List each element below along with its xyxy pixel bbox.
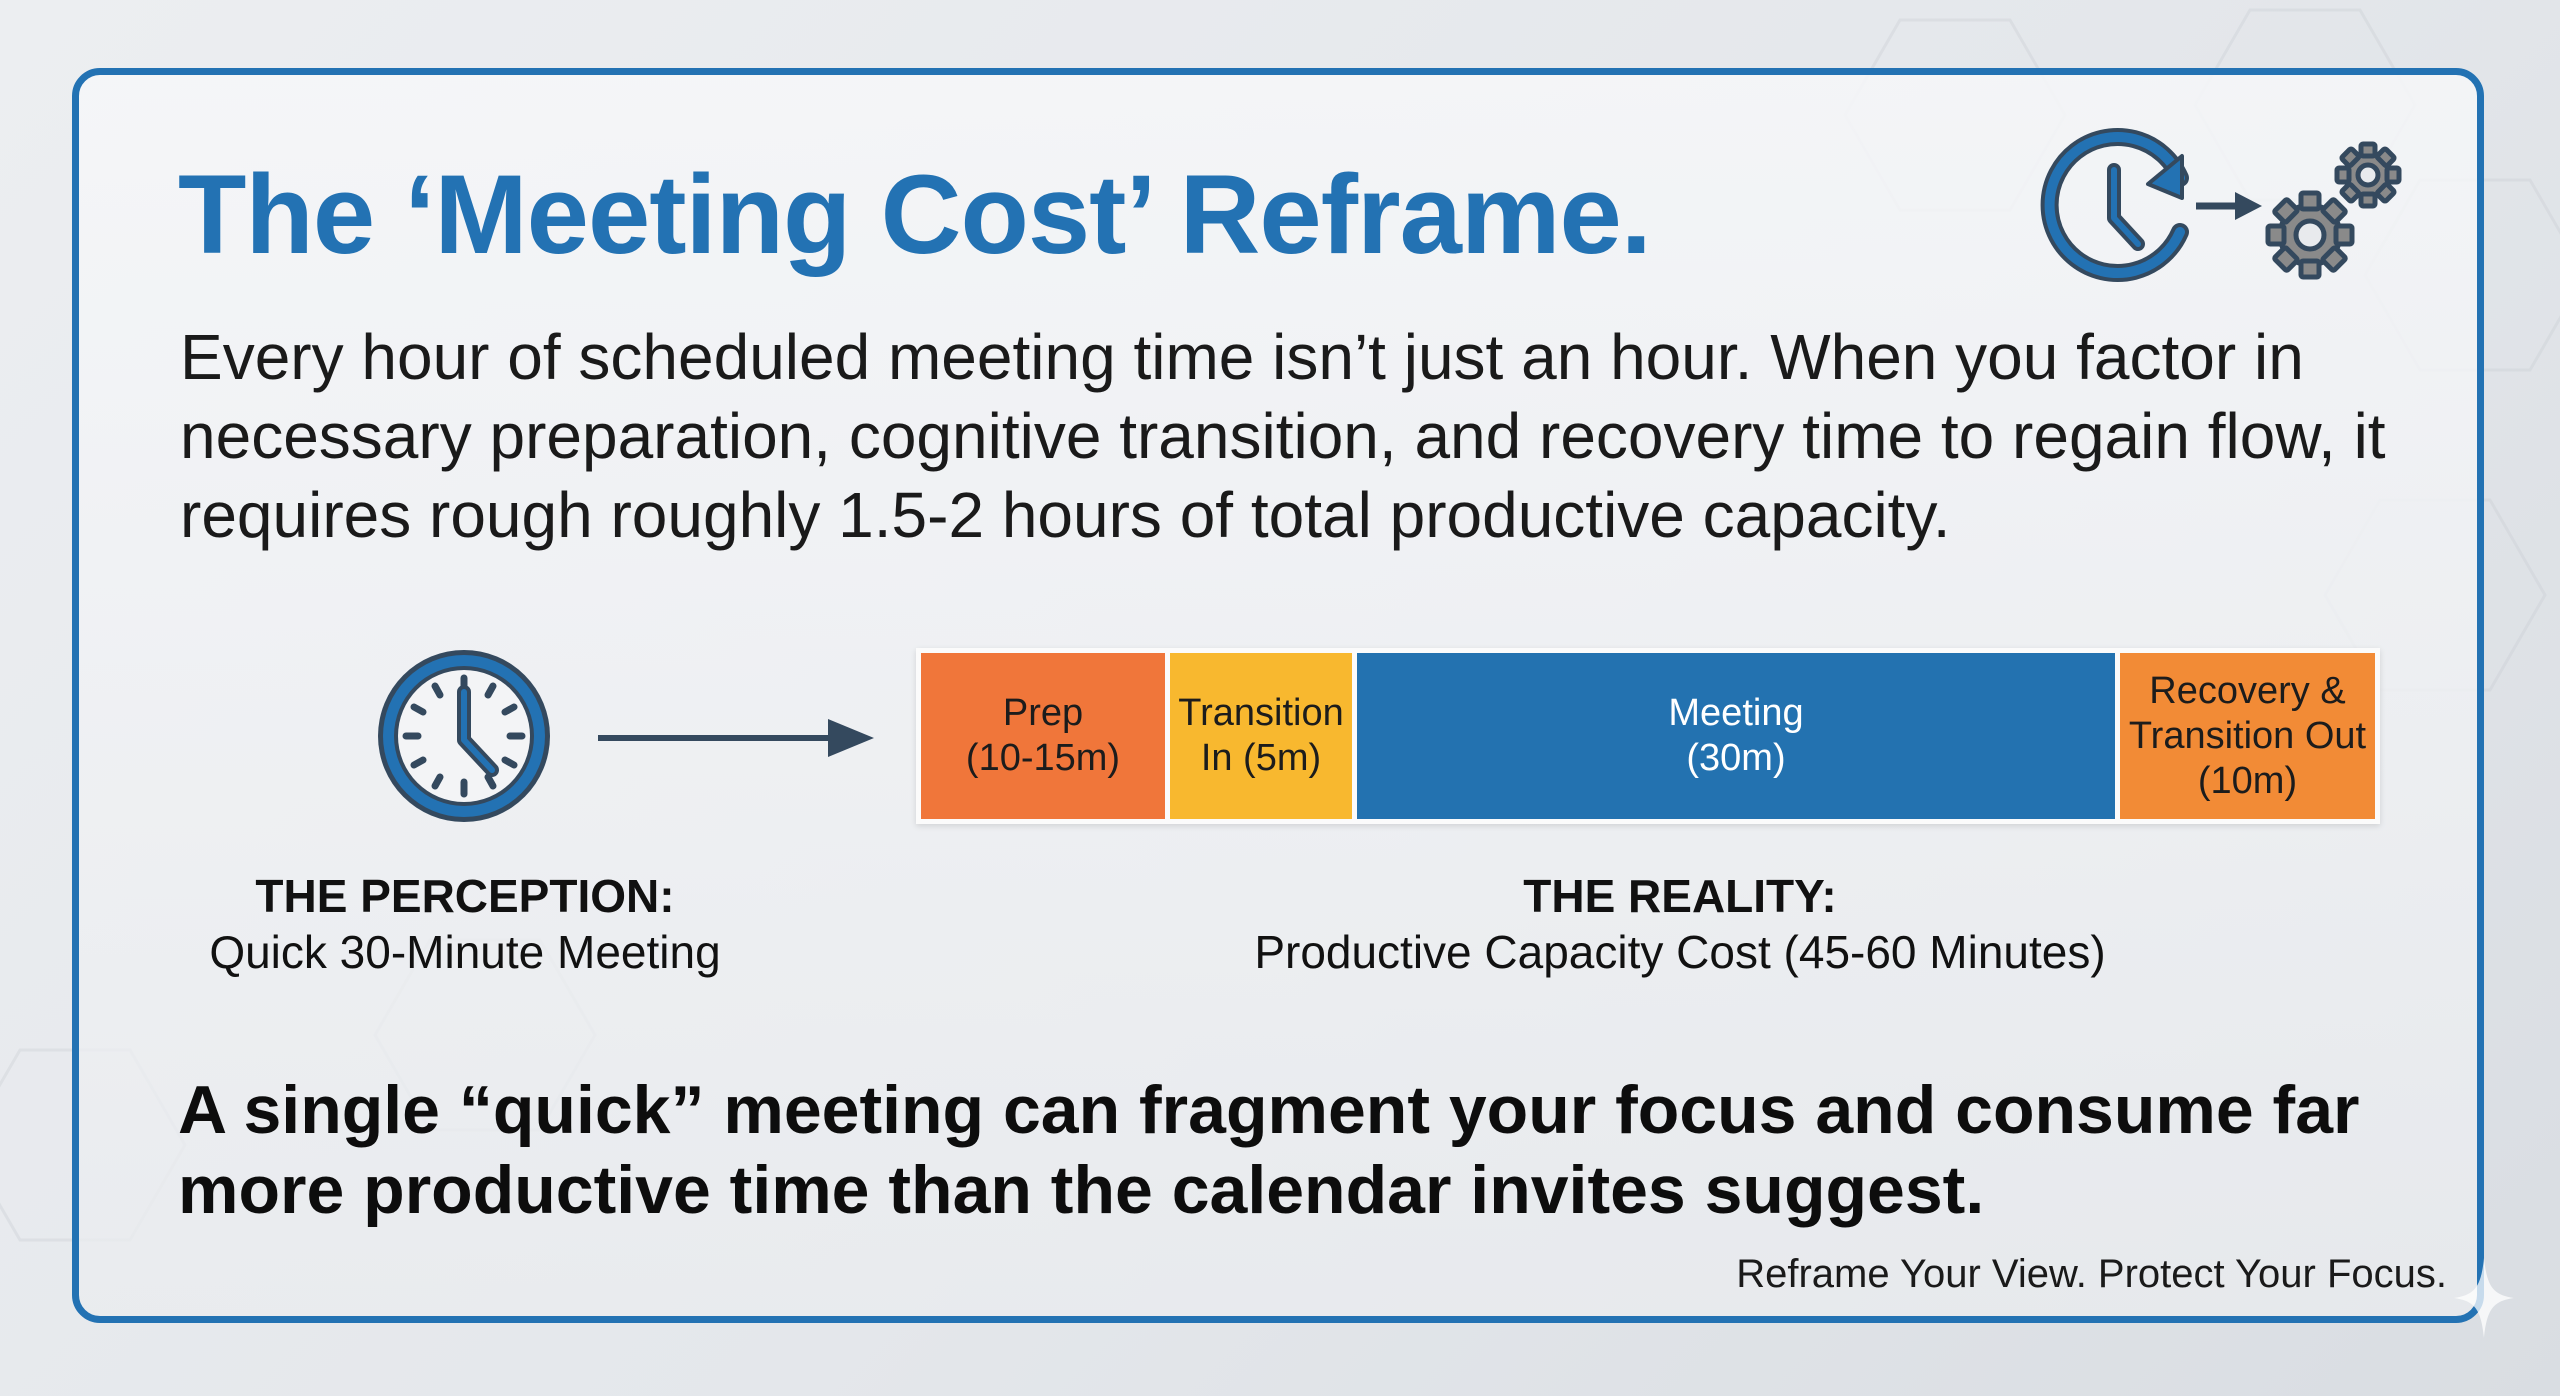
time-to-productivity-icon-group bbox=[2040, 128, 2402, 282]
segment-duration: (30m) bbox=[1686, 737, 1786, 779]
perception-text: Quick 30-Minute Meeting bbox=[209, 926, 721, 978]
segment-label: Meeting bbox=[1668, 692, 1804, 734]
timeline-segment-prep: Prep(10-15m) bbox=[921, 653, 1165, 819]
reality-text: Productive Capacity Cost (45-60 Minutes) bbox=[1254, 926, 2106, 978]
segment-label: Recovery & bbox=[2149, 669, 2346, 712]
reality-caption: THE REALITY: Productive Capacity Cost (4… bbox=[1180, 868, 2180, 980]
perception-heading: THE PERCEPTION: bbox=[255, 870, 675, 922]
segment-label-2: Transition Out bbox=[2128, 714, 2367, 757]
clock-icon bbox=[378, 650, 550, 822]
segment-label: Prep bbox=[1002, 692, 1084, 734]
reality-heading: THE REALITY: bbox=[1523, 870, 1837, 922]
segment-label: Transition bbox=[1178, 692, 1344, 734]
segment-duration: (10m) bbox=[2197, 759, 2298, 802]
clock-refresh-icon bbox=[2040, 128, 2189, 282]
perception-caption: THE PERCEPTION: Quick 30-Minute Meeting bbox=[170, 868, 760, 980]
segment-duration: In (5m) bbox=[1200, 737, 1322, 779]
timeline-segment-recovery: Recovery &Transition Out(10m) bbox=[2120, 653, 2375, 819]
page-title: The ‘Meeting Cost’ Reframe. bbox=[178, 152, 1652, 277]
sparkle-icon bbox=[2454, 1258, 2514, 1338]
arrow-right-icon bbox=[2196, 192, 2262, 220]
tagline: Reframe Your View. Protect Your Focus. bbox=[1736, 1252, 2447, 1296]
segment-duration: (10-15m) bbox=[965, 737, 1121, 779]
arrow-right-icon bbox=[598, 719, 874, 757]
gears-icon bbox=[2265, 141, 2402, 280]
key-statement: A single “quick” meeting can fragment yo… bbox=[178, 1072, 2360, 1228]
intro-paragraph: Every hour of scheduled meeting time isn… bbox=[180, 321, 2386, 551]
timeline-segment-meeting: Meeting(30m) bbox=[1357, 653, 2115, 819]
